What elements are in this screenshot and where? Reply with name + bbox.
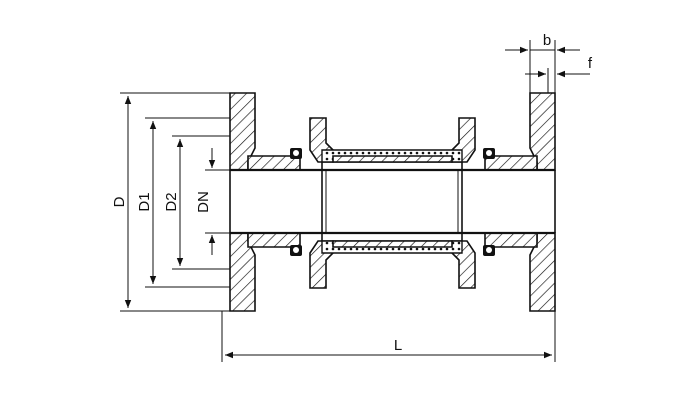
dimension-DN	[205, 148, 230, 255]
dimension-D2	[172, 135, 230, 270]
label-D: D	[111, 196, 128, 207]
center-sleeve	[321, 149, 463, 254]
label-D1: D1	[136, 192, 153, 211]
dimension-D1	[145, 117, 230, 288]
dimension-f	[525, 68, 590, 93]
left-flange	[229, 92, 256, 312]
label-L: L	[394, 337, 402, 354]
right-flange	[529, 92, 556, 312]
right-gland-flange	[451, 117, 476, 289]
dimension-L	[221, 311, 556, 362]
label-D2: D2	[163, 192, 180, 211]
label-f: f	[588, 55, 593, 72]
bolt-heads	[290, 148, 495, 256]
label-b: b	[543, 32, 551, 49]
label-DN: DN	[195, 191, 212, 213]
pipe-bore	[229, 162, 556, 241]
dimension-b	[505, 40, 580, 93]
dimension-D	[120, 92, 230, 312]
